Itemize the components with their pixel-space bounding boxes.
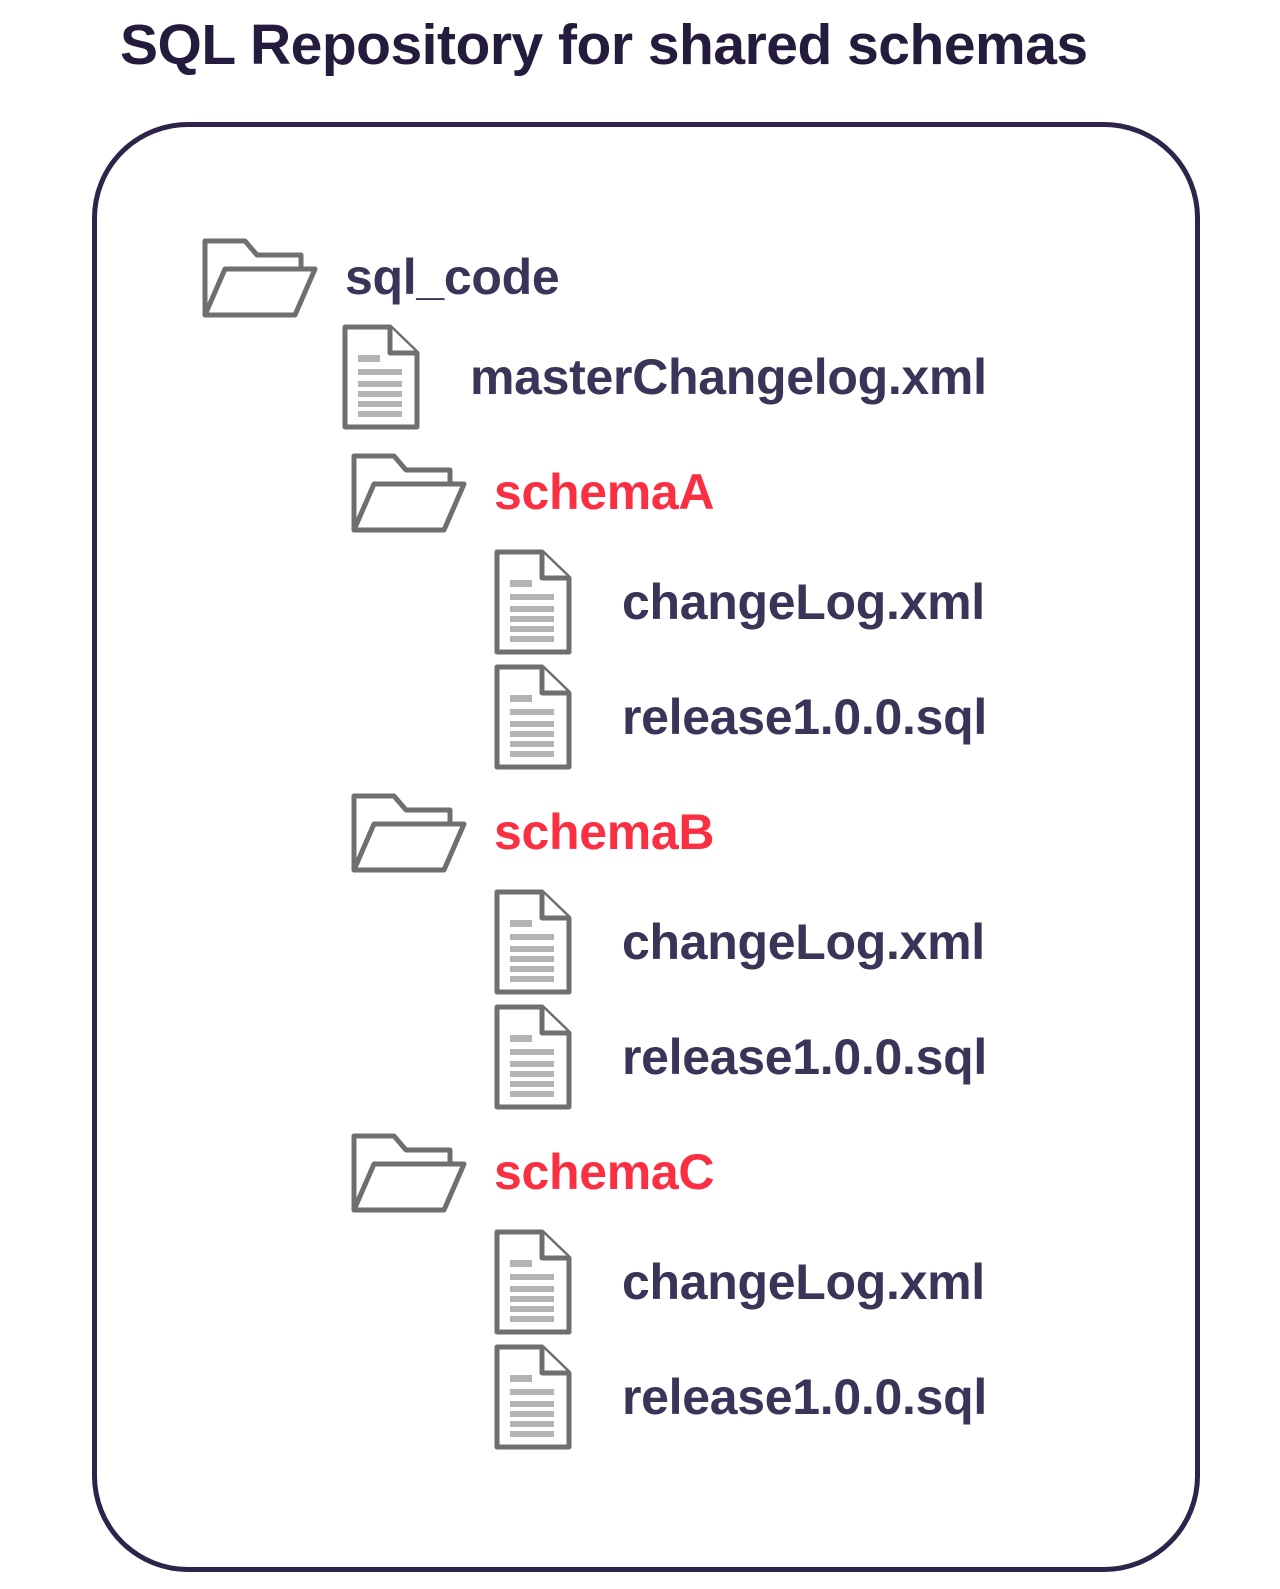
folder-open-icon (350, 450, 468, 534)
file-document-icon (492, 888, 574, 996)
tree-row-schema-a[interactable]: schemaA (350, 442, 715, 542)
tree-label-schema-c: schemaC (494, 1144, 715, 1200)
file-document-icon (340, 323, 422, 431)
page-title: SQL Repository for shared schemas (120, 13, 1088, 77)
tree-row-schema-b-changelog[interactable]: changeLog.xml (492, 889, 985, 995)
repository-container: sql_code masterChangelog.xml schemaA change… (92, 122, 1200, 1572)
tree-label-schema-b-release: release1.0.0.sql (622, 1029, 987, 1085)
file-tree: sql_code masterChangelog.xml schemaA change… (97, 127, 1205, 1577)
folder-open-icon (350, 1130, 468, 1214)
tree-label-schema-a: schemaA (494, 464, 715, 520)
tree-label-schema-b-changelog: changeLog.xml (622, 914, 985, 970)
folder-open-icon (350, 790, 468, 874)
file-document-icon (492, 663, 574, 771)
tree-row-schema-c[interactable]: schemaC (350, 1122, 715, 1222)
folder-open-icon (201, 235, 319, 319)
file-document-icon (492, 1003, 574, 1111)
file-document-icon (492, 1343, 574, 1451)
tree-label-master-changelog: masterChangelog.xml (470, 349, 987, 405)
tree-row-schema-b[interactable]: schemaB (350, 782, 715, 882)
tree-row-schema-a-changelog[interactable]: changeLog.xml (492, 549, 985, 655)
tree-row-master-changelog[interactable]: masterChangelog.xml (340, 324, 987, 430)
tree-label-schema-c-changelog: changeLog.xml (622, 1254, 985, 1310)
file-document-icon (492, 1228, 574, 1336)
tree-row-schema-b-release[interactable]: release1.0.0.sql (492, 1004, 987, 1110)
tree-row-sql-code[interactable]: sql_code (201, 227, 560, 327)
tree-row-schema-a-release[interactable]: release1.0.0.sql (492, 664, 987, 770)
tree-label-schema-a-changelog: changeLog.xml (622, 574, 985, 630)
tree-row-schema-c-release[interactable]: release1.0.0.sql (492, 1344, 987, 1450)
file-document-icon (492, 548, 574, 656)
tree-label-schema-b: schemaB (494, 804, 715, 860)
tree-label-schema-a-release: release1.0.0.sql (622, 689, 987, 745)
tree-label-sql-code: sql_code (345, 249, 560, 305)
tree-row-schema-c-changelog[interactable]: changeLog.xml (492, 1229, 985, 1335)
tree-label-schema-c-release: release1.0.0.sql (622, 1369, 987, 1425)
